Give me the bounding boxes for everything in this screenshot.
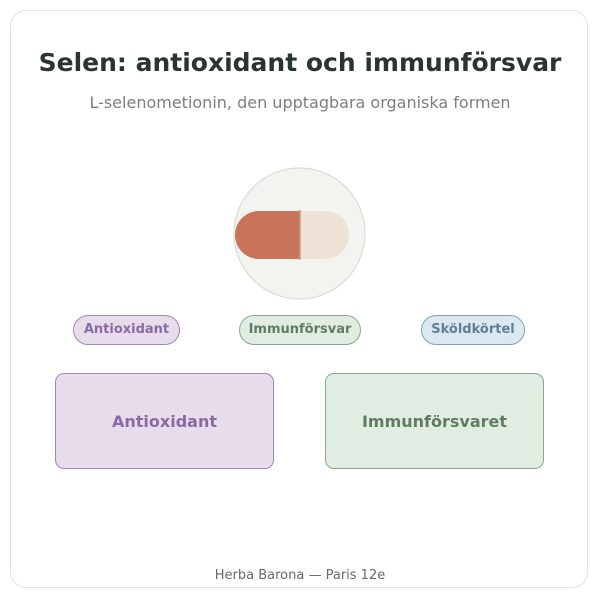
capsule-icon <box>233 167 366 300</box>
page-title: Selen: antioxidant och immunförsvar <box>38 48 562 77</box>
box-immunforsvaret-label: Immunförsvaret <box>361 411 508 431</box>
footer-text: Herba Barona — Paris 12e <box>214 568 386 583</box>
box-antioxidant: Antioxidant <box>55 373 274 469</box>
tag-skoldkortel: Sköldkörtel <box>421 315 525 345</box>
capsule-right-half <box>300 211 349 259</box>
capsule-left-half <box>235 211 300 259</box>
box-antioxidant-label: Antioxidant <box>112 411 217 431</box>
tag-antioxidant: Antioxidant <box>73 315 180 345</box>
box-immunforsvaret: Immunförsvaret <box>325 373 544 469</box>
tag-immunforsvar: Immunförsvar <box>239 315 361 345</box>
capsule-illustration <box>233 167 366 300</box>
page-subtitle: L-selenometionin, den upptagbara organis… <box>89 93 511 112</box>
